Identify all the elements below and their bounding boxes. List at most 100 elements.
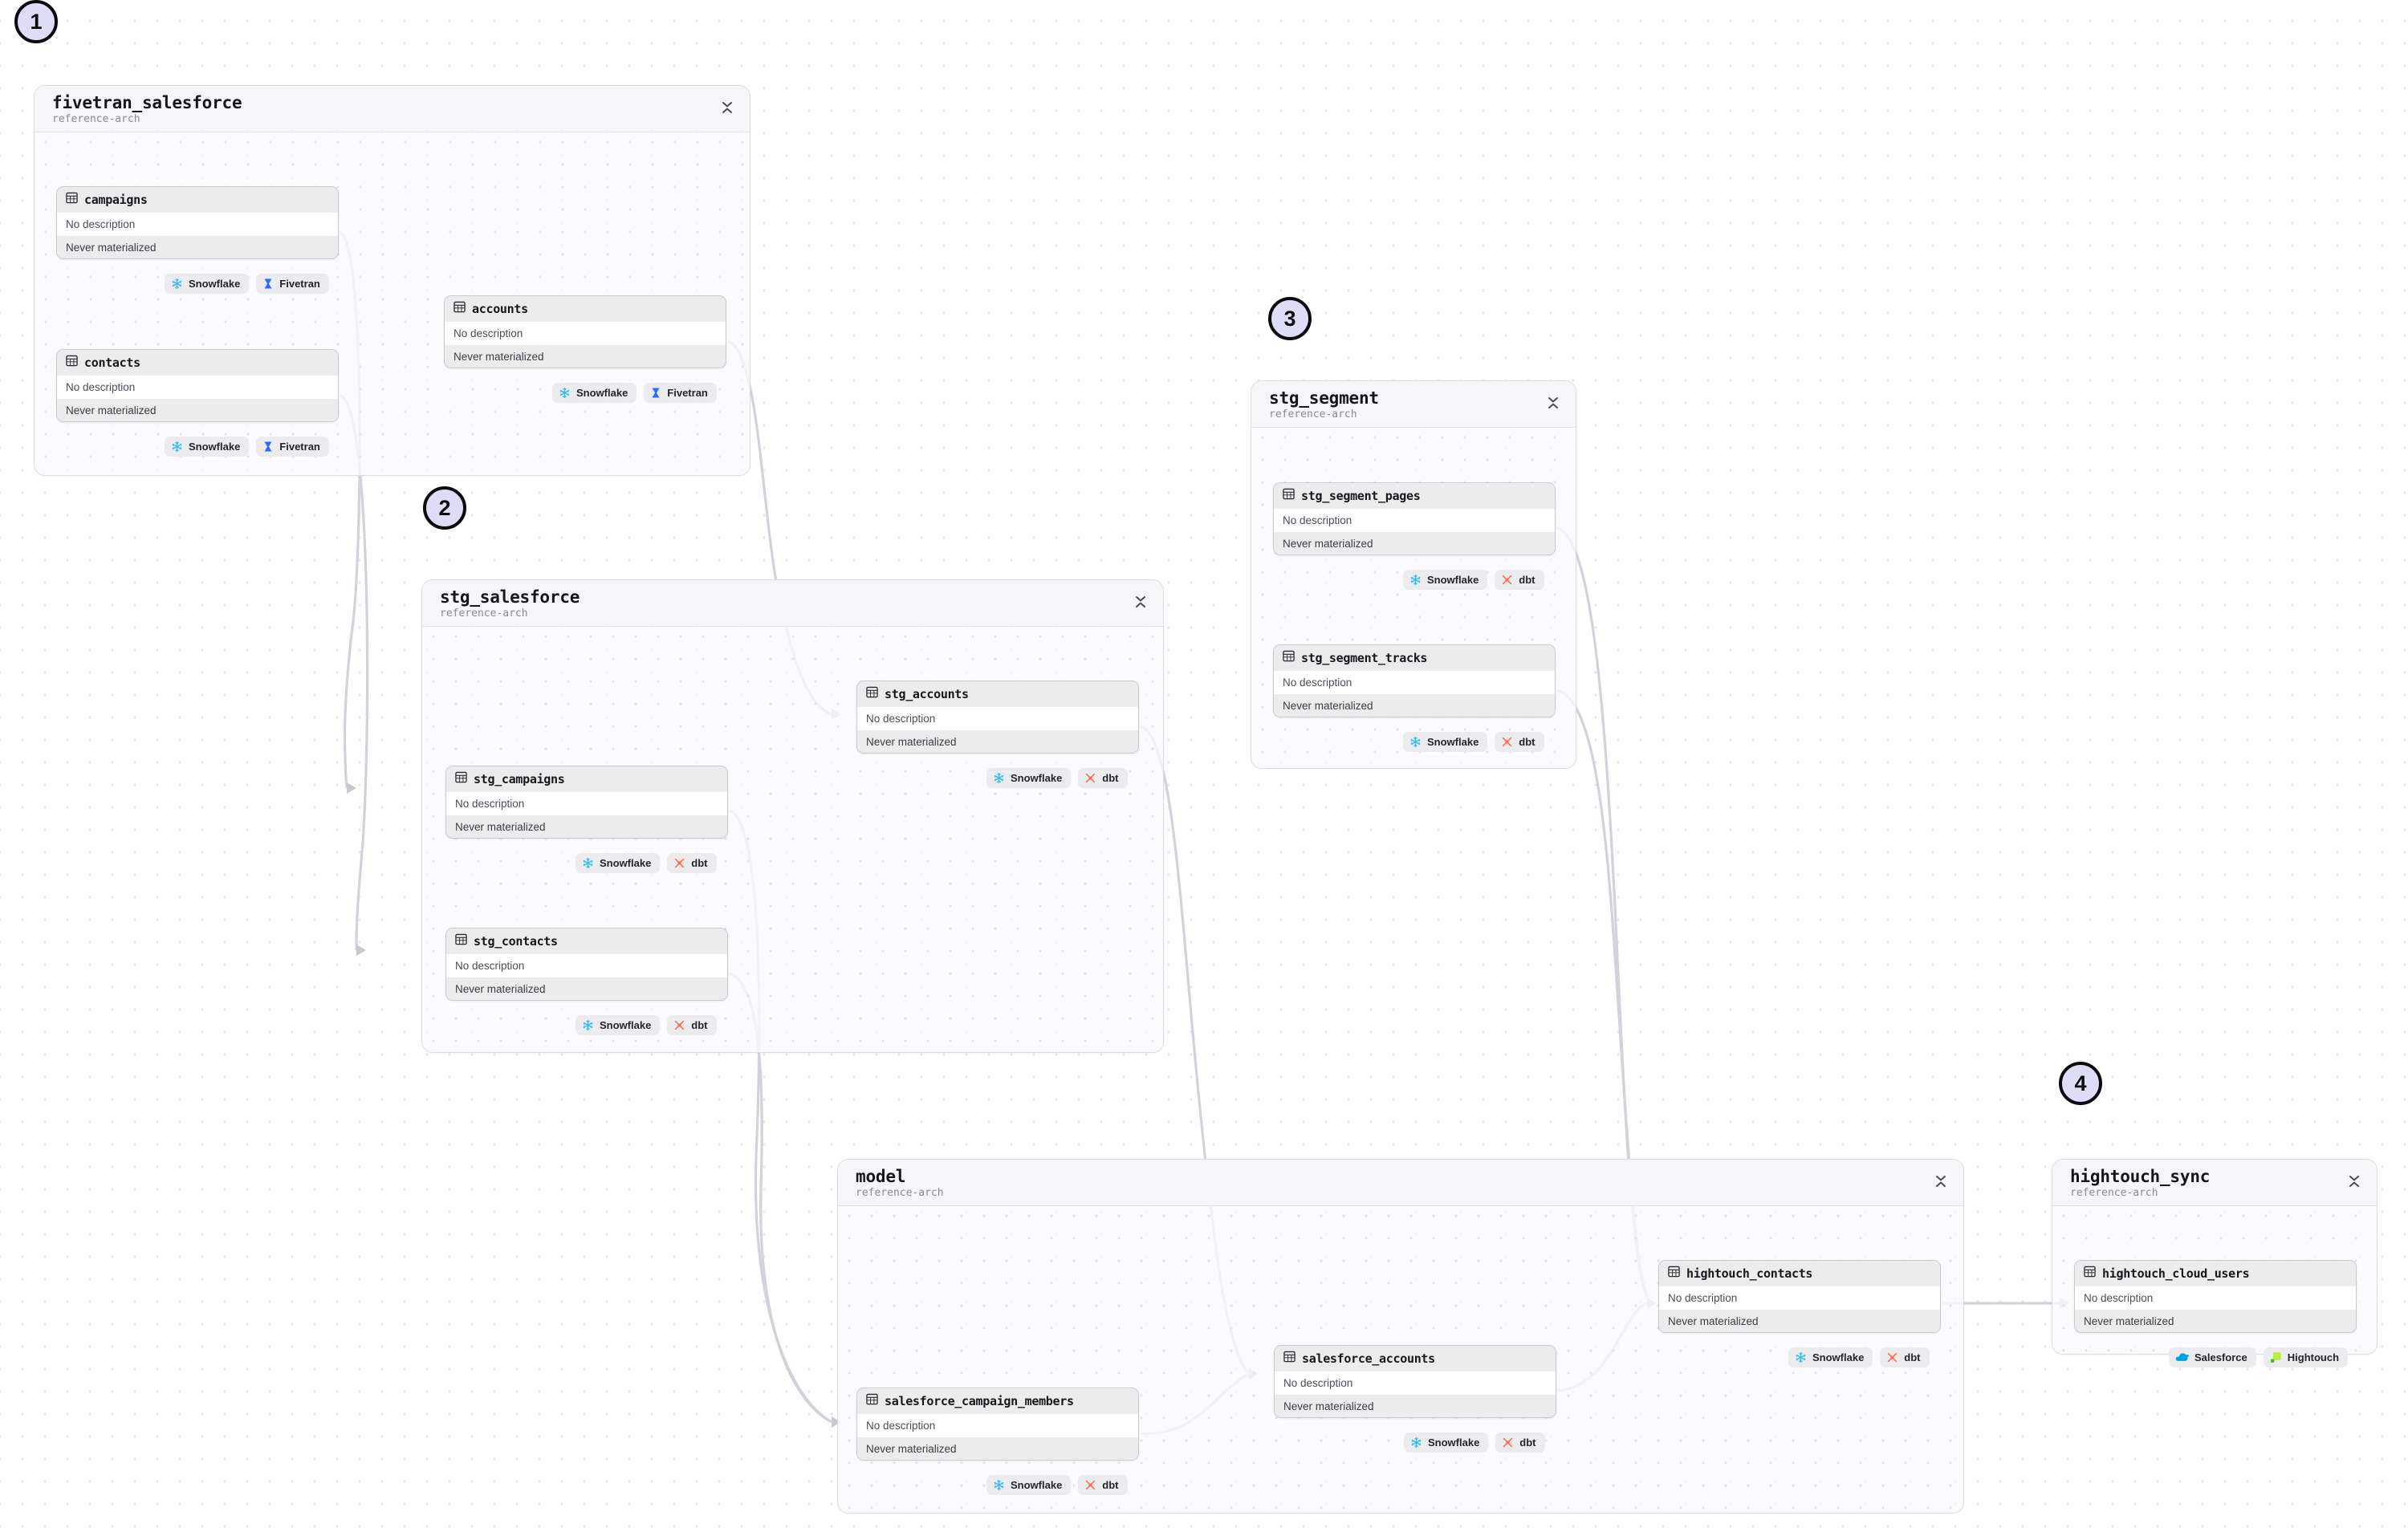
dbt-icon (1501, 736, 1513, 748)
node-name: hightouch_contacts (1686, 1266, 1813, 1281)
badge-row-salesforce_accounts: Snowflake dbt (1404, 1432, 1545, 1453)
badge-label: dbt (691, 857, 708, 869)
node-name: stg_campaigns (474, 771, 565, 786)
step-marker-number: 4 (2074, 1071, 2087, 1095)
badge-snowflake[interactable]: Snowflake (986, 1475, 1072, 1495)
badge-label: Snowflake (189, 441, 241, 453)
badge-dbt[interactable]: dbt (667, 1015, 717, 1035)
node-header: salesforce_campaign_members (857, 1388, 1138, 1413)
node-header: hightouch_contacts (1659, 1261, 1940, 1286)
node-name: hightouch_cloud_users (2102, 1266, 2250, 1281)
badge-row-hightouch_contacts: Snowflake dbt (1788, 1347, 1930, 1367)
node-description: No description (1275, 1371, 1556, 1395)
dbt-icon (1886, 1351, 1898, 1363)
snowflake-icon (1409, 736, 1422, 748)
badge-snowflake[interactable]: Snowflake (986, 768, 1072, 788)
group-title: fivetran_salesforce (52, 93, 242, 112)
badge-fivetran[interactable]: Fivetran (256, 437, 329, 457)
node-name: accounts (472, 301, 528, 316)
collapse-chevrons-icon[interactable] (2346, 1172, 2362, 1190)
collapse-chevrons-icon[interactable] (1133, 593, 1149, 611)
badge-snowflake[interactable]: Snowflake (552, 383, 637, 403)
dbt-icon (1502, 1436, 1514, 1449)
collapse-chevrons-icon[interactable] (1933, 1172, 1949, 1190)
fivetran-icon (262, 278, 274, 290)
fivetran-icon (650, 387, 661, 399)
table-icon (2084, 1266, 2096, 1282)
table-icon (66, 192, 78, 208)
node-materialization: Never materialized (445, 345, 726, 368)
badge-label: dbt (691, 1019, 708, 1031)
badge-label: Snowflake (576, 387, 628, 399)
badge-snowflake[interactable]: Snowflake (1403, 570, 1488, 590)
badge-snowflake[interactable]: Snowflake (165, 437, 250, 457)
badge-dbt[interactable]: dbt (1880, 1347, 1930, 1367)
table-icon (455, 933, 467, 949)
badge-dbt[interactable]: dbt (1495, 1432, 1545, 1453)
badge-snowflake[interactable]: Snowflake (1788, 1347, 1873, 1367)
badge-snowflake[interactable]: Snowflake (576, 853, 661, 873)
node-header: stg_campaigns (446, 766, 727, 791)
snowflake-icon (171, 441, 183, 453)
collapse-chevrons-icon[interactable] (719, 99, 735, 116)
node-name: stg_accounts (885, 686, 969, 701)
badge-dbt[interactable]: dbt (667, 853, 717, 873)
badge-salesforce[interactable]: Salesforce (2169, 1347, 2256, 1367)
badge-dbt[interactable]: dbt (1495, 570, 1544, 590)
dbt-icon (1501, 574, 1513, 586)
node-name: stg_segment_tracks (1301, 650, 1428, 665)
node-header: hightouch_cloud_users (2075, 1261, 2356, 1286)
snowflake-icon (582, 1019, 594, 1031)
table-icon (1283, 1351, 1296, 1367)
badge-label: Fivetran (279, 278, 320, 290)
badge-snowflake[interactable]: Snowflake (576, 1015, 661, 1035)
node-description: No description (857, 1413, 1138, 1437)
badge-snowflake[interactable]: Snowflake (1403, 732, 1488, 752)
table-icon (455, 771, 467, 787)
badge-snowflake[interactable]: Snowflake (1404, 1432, 1489, 1453)
badge-label: Snowflake (1428, 1436, 1480, 1449)
dbt-icon (1084, 1479, 1096, 1491)
table-icon (66, 355, 78, 371)
badge-snowflake[interactable]: Snowflake (165, 274, 250, 294)
badge-fivetran[interactable]: Fivetran (256, 274, 329, 294)
group-title: model (856, 1167, 906, 1186)
dbt-icon (673, 857, 685, 869)
badge-dbt[interactable]: dbt (1078, 768, 1128, 788)
snowflake-icon (1795, 1351, 1807, 1363)
badge-fivetran[interactable]: Fivetran (644, 383, 717, 403)
badge-dbt[interactable]: dbt (1495, 732, 1544, 752)
badge-dbt[interactable]: dbt (1078, 1475, 1128, 1495)
node-description: No description (1659, 1286, 1940, 1310)
badge-row-stg_segment_pages: Snowflake dbt (1403, 570, 1544, 590)
node-description: No description (2075, 1286, 2356, 1310)
node-name: stg_segment_pages (1301, 488, 1421, 503)
snowflake-icon (993, 1479, 1005, 1491)
badge-hightouch[interactable]: Hightouch (2263, 1347, 2349, 1367)
salesforce-cloud-icon (2175, 1352, 2189, 1363)
node-name: salesforce_accounts (1302, 1351, 1435, 1366)
badge-row-campaigns: Snowflake Fivetran (165, 274, 329, 294)
collapse-chevrons-icon[interactable] (1545, 394, 1561, 412)
node-materialization: Never materialized (2075, 1310, 2356, 1332)
group-subtitle: reference-arch (52, 113, 140, 125)
badge-label: dbt (1904, 1351, 1921, 1363)
